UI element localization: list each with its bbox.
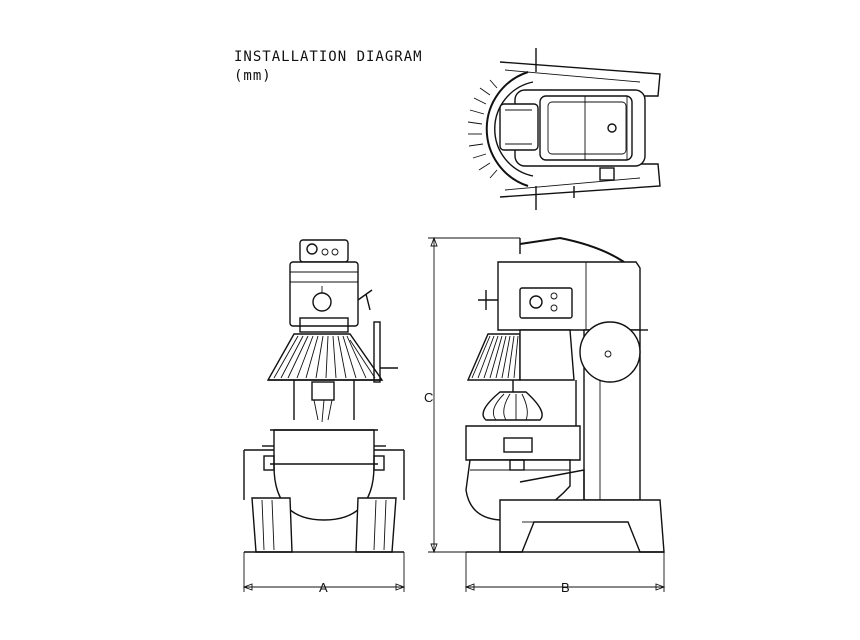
top-view — [467, 48, 661, 210]
dimension-c-label: C — [424, 390, 433, 405]
dimension-a-label: A — [319, 580, 328, 595]
diagram-title: INSTALLATION DIAGRAM — [234, 49, 423, 65]
side-view — [465, 236, 665, 553]
dimension-b: B — [464, 552, 666, 595]
dimension-a: A — [242, 552, 406, 595]
dimension-c: C — [424, 236, 520, 554]
units-label: (mm) — [234, 68, 272, 84]
front-view — [243, 239, 405, 553]
dimension-b-label: B — [561, 580, 570, 595]
